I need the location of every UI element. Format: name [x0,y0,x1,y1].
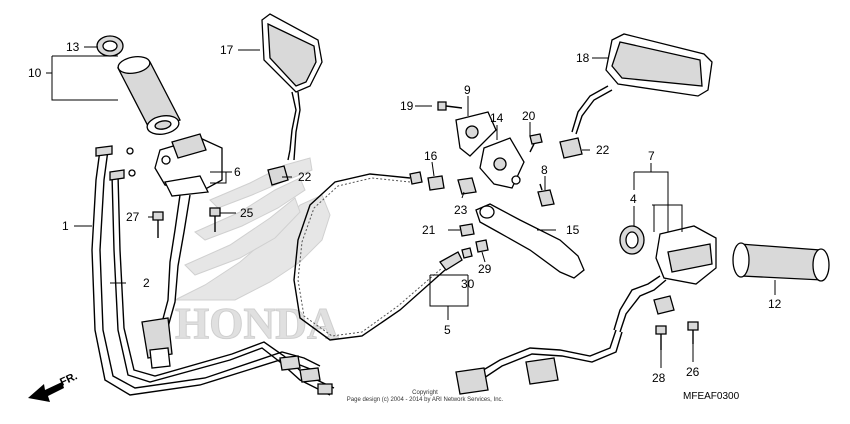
callout-1: 1 [62,219,69,233]
part-collar-23[interactable] [457,177,477,195]
callout-20: 20 [522,109,536,123]
callout-9: 9 [464,83,471,97]
callout-23: 23 [454,203,468,217]
part-holder-9[interactable] [455,111,497,157]
part-screw-27[interactable] [152,211,164,238]
callout-25: 25 [240,206,254,220]
callout-30: 30 [461,277,475,291]
callout-14: 14 [490,111,504,125]
part-grommet-4[interactable] [619,225,645,255]
part-clutch-cable[interactable] [293,171,463,341]
callout-13: 13 [66,40,80,54]
part-switch-8[interactable] [537,183,555,207]
callout-26: 26 [686,365,700,379]
callout-22-left: 22 [298,170,312,184]
part-screw-20[interactable] [529,133,543,153]
callout-18: 18 [576,51,590,65]
part-right-switch[interactable] [613,225,717,333]
part-bolt-19[interactable] [437,101,463,111]
part-clutch-lever[interactable] [475,203,585,279]
callout-17: 17 [220,43,234,57]
front-direction-label: FR. [58,370,79,388]
part-holder-14[interactable] [479,137,525,189]
callout-27: 27 [126,210,140,224]
part-adjuster-30[interactable] [461,247,473,259]
callout-6: 6 [234,165,241,179]
callout-4: 4 [630,192,637,206]
callout-2: 2 [143,276,150,290]
part-throttle-cables[interactable] [91,145,335,396]
callout-28: 28 [652,371,666,385]
callout-22-right: 22 [596,143,610,157]
callout-7: 7 [648,149,655,163]
honda-wing-watermark [174,157,331,301]
part-left-switch[interactable] [154,133,223,335]
callout-5: 5 [444,323,451,337]
diagram-code: MFEAF0300 [683,391,740,402]
leader-lines [46,46,776,368]
part-left-grip[interactable] [117,54,181,136]
front-direction-arrow [28,382,64,402]
callout-29: 29 [478,262,492,276]
part-screw-28[interactable] [655,325,667,350]
callout-21: 21 [422,223,436,237]
copyright-line-1: Copyright [412,390,438,396]
part-grip-end-left[interactable] [96,35,124,57]
callout-16: 16 [424,149,438,163]
callout-19: 19 [400,99,414,113]
part-nut-21[interactable] [459,223,475,237]
part-right-grip[interactable] [732,242,830,282]
part-screw-26[interactable] [687,321,699,344]
copyright-line-2: Page design (c) 2004 - 2014 by ARI Netwo… [347,397,504,403]
part-nut-29[interactable] [475,239,489,253]
callout-12: 12 [768,297,782,311]
part-left-mirror[interactable] [261,13,323,161]
callout-labels: 13 10 17 22 6 27 25 1 2 19 9 14 20 22 16… [28,40,782,385]
part-mirror-nut-left[interactable] [267,165,289,186]
part-left-connector[interactable] [141,317,173,369]
part-bolt-16[interactable] [427,175,445,191]
callout-8: 8 [541,163,548,177]
part-screw-25[interactable] [209,207,221,232]
honda-watermark-text: HONDA [175,299,339,348]
callout-15: 15 [566,223,580,237]
part-right-harness[interactable] [455,329,623,395]
part-mirror-nut-right[interactable] [559,137,583,159]
callout-10: 10 [28,66,42,80]
part-right-mirror[interactable] [571,33,713,135]
